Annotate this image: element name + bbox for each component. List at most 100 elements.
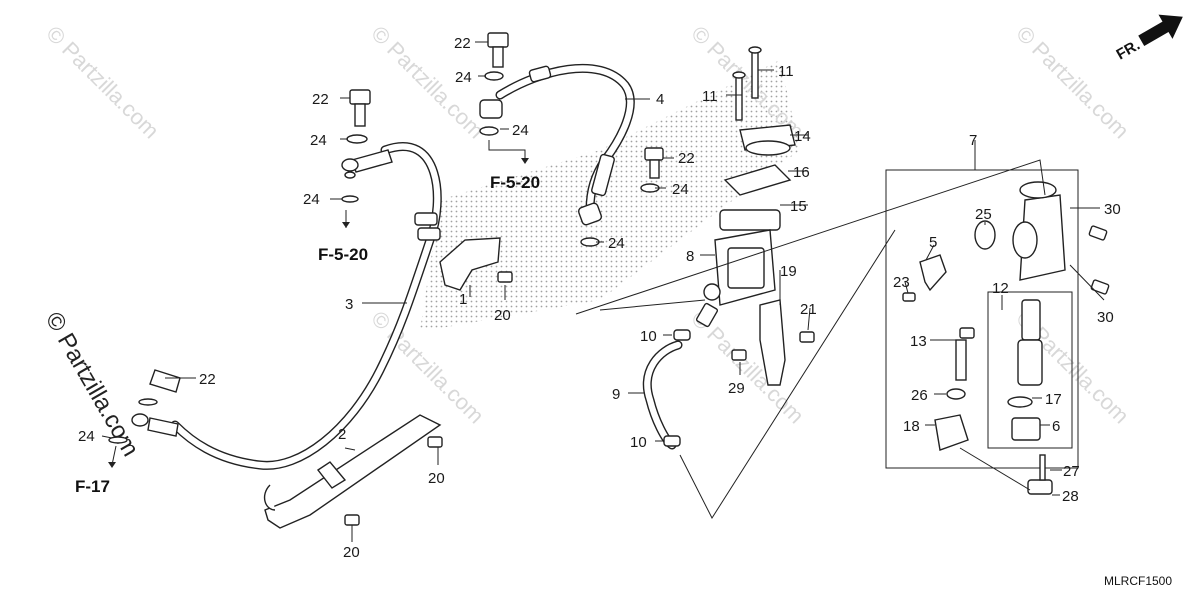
callout-20: 20 [494,307,511,324]
leader-line [679,229,896,520]
callout-10: 10 [640,328,657,345]
part-shape [344,171,356,179]
part-shape [427,436,443,448]
part-shape [723,164,792,196]
part-shape [417,227,441,241]
part-shape [147,417,179,437]
part-shape [799,331,815,343]
part-shape [351,149,393,173]
part-shape [695,302,719,328]
leader-line [488,140,526,160]
watermark-text: © Partzilla.com [1011,21,1134,144]
callout-24: 24 [303,191,320,208]
part-shape [751,49,759,99]
callout-2: 2 [338,426,346,443]
part-shape [591,153,615,197]
part-shape [577,202,603,226]
part-shape [131,413,149,427]
callout-21: 21 [800,301,817,318]
leader-lines [101,41,1105,542]
part-shape [149,369,181,393]
part-shape [703,283,721,301]
part-shape [946,388,966,400]
part-shape [1011,417,1041,441]
part-shape [341,195,359,203]
callout-24: 24 [455,69,472,86]
part-shape [439,237,501,291]
part-shape [719,209,781,231]
part-shape [264,414,442,529]
callout-22: 22 [454,35,471,52]
part-shape [919,254,947,292]
reference-label: F-5-20 [490,173,540,192]
part-shape [732,71,746,79]
callout-17: 17 [1045,391,1062,408]
part-shape [138,398,158,406]
callout-22: 22 [678,150,695,167]
sub-assembly-box [885,169,1079,469]
leader-line [959,447,1031,491]
part-shape [748,46,762,54]
front-arrow-icon [1138,14,1183,46]
callout-4: 4 [656,91,664,108]
part-shape [1039,454,1046,481]
diagram-code: MLRCF1500 [1104,574,1172,588]
arrow-icon [521,158,529,164]
part-shape [487,32,509,48]
part-shape [1090,279,1110,295]
part-shape [479,126,499,136]
callout-20: 20 [428,470,445,487]
part-shape [497,271,513,283]
part-shape [745,140,791,156]
callout-30: 30 [1097,309,1114,326]
leader-line [925,244,935,261]
callout-12: 12 [992,280,1009,297]
part-shape [663,435,681,447]
part-shape [955,339,967,381]
watermark-text: © Partzilla.com [41,21,164,144]
callout-13: 13 [910,333,927,350]
callout-9: 9 [612,386,620,403]
part-shape [528,65,552,83]
callout-28: 28 [1062,488,1079,505]
part-shape [341,158,359,172]
part-shape [171,143,441,469]
leader-line [807,307,811,331]
callout-1: 1 [459,291,467,308]
part-shape [727,247,765,289]
callout-10: 10 [630,434,647,451]
front-label: FR. [1114,37,1143,64]
part-shape [1027,479,1053,495]
part-shape [735,74,743,121]
part-shape [644,147,664,161]
arrow-icon [108,462,116,468]
callout-numbers: 22 24 24 3 22 24 24 4 22 24 24 1 20 11 1… [78,35,1121,561]
callout-5: 5 [929,234,937,251]
front-direction-indicator: FR. [1114,14,1183,64]
callout-24: 24 [512,122,529,139]
callout-24: 24 [672,181,689,198]
part-shape [959,327,975,339]
callout-25: 25 [975,206,992,223]
callout-3: 3 [345,296,353,313]
callout-27: 27 [1063,463,1080,480]
callout-24: 24 [608,235,625,252]
callout-11: 11 [778,63,794,80]
part-shape [649,159,660,179]
callout-23: 23 [893,274,910,291]
part-shape [1088,225,1108,241]
leader-line [111,445,117,466]
leader-line [987,291,1073,449]
leader-line [1069,264,1105,301]
part-shape [484,71,504,81]
reference-label: F-17 [75,477,110,496]
arrow-icon [342,222,350,228]
leader-line [101,435,113,439]
callout-8: 8 [686,248,694,265]
part-shape [934,414,969,451]
callout-22: 22 [199,371,216,388]
part-shape [673,329,691,341]
leader-line [599,299,706,311]
part-shape [492,46,504,68]
part-shape [349,89,371,105]
